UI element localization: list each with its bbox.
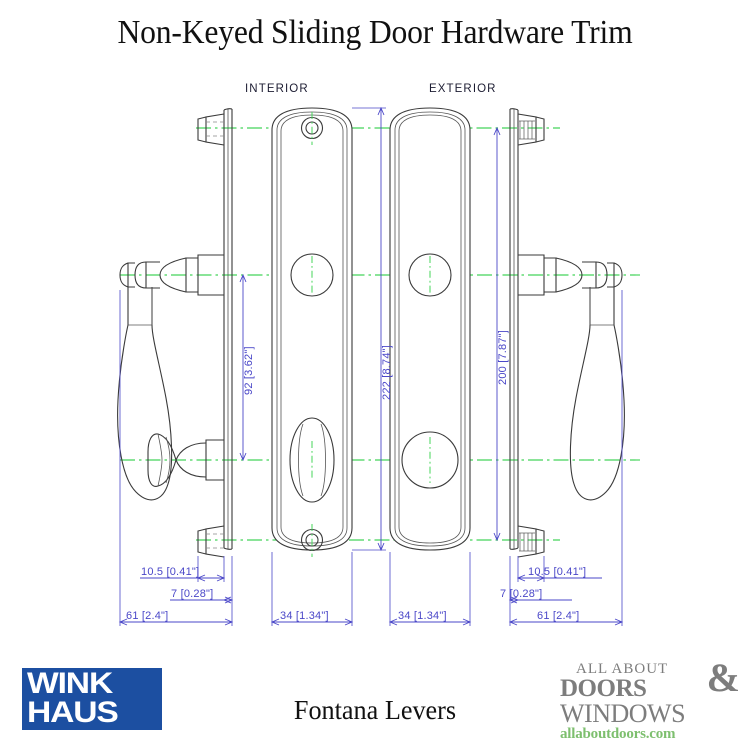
dimension-group-left (118, 290, 354, 626)
dimension-222 (352, 106, 386, 552)
dimension-label-222: 222 [8.74"] (381, 344, 393, 400)
aad-logo-line2: DOORS (560, 675, 647, 702)
dimension-label-left-7: 7 [0.28"] (171, 588, 214, 600)
dimension-label-left-10-5: 10.5 [0.41"] (141, 566, 200, 578)
exterior-side-profile (509, 108, 625, 558)
dimension-200 (493, 126, 501, 542)
dimension-label-left-61: 61 [2.4"] (126, 610, 169, 622)
dimension-group-right (388, 290, 624, 626)
view-label-exterior: EXTERIOR (429, 83, 497, 95)
dimension-label-exterior-width-34: 34 [1.34"] (398, 610, 447, 622)
dimension-label-interior-width-34: 34 [1.34"] (280, 610, 329, 622)
aad-logo-ampersand: & (706, 655, 740, 700)
aad-logo-line1: ALL ABOUT (576, 661, 669, 677)
dimension-label-92: 92 [3.62"] (243, 346, 255, 395)
allaboutdoors-logo: ALL ABOUT DOORS WINDOWS allaboutdoors.co… (560, 658, 742, 743)
interior-side-profile (117, 108, 233, 558)
page-title: Non-Keyed Sliding Door Hardware Trim (117, 14, 633, 51)
dimension-label-right-7: 7 [0.28"] (500, 588, 543, 600)
winkhaus-logo-line1: WINK (27, 668, 113, 700)
aad-logo-line3: WINDOWS (560, 699, 686, 728)
product-caption: Fontana Levers (293, 695, 457, 725)
aad-logo-url: allaboutdoors.com (560, 726, 676, 742)
dimension-label-200: 200 [7.87"] (497, 329, 509, 385)
dimension-label-right-61: 61 [2.4"] (537, 610, 580, 622)
winkhaus-logo-line2: HAUS (27, 696, 119, 729)
interior-plate (271, 107, 353, 557)
dimension-92 (239, 273, 247, 462)
winkhaus-logo: WINK HAUS (22, 668, 162, 730)
dimension-label-right-10-5: 10.5 [0.41"] (528, 566, 587, 578)
view-label-interior: INTERIOR (245, 83, 309, 95)
centerlines-horizontal (120, 127, 640, 541)
thread-hatch-top (519, 120, 535, 140)
exterior-plate (389, 107, 471, 551)
thread-hatch-bottom (519, 532, 535, 552)
